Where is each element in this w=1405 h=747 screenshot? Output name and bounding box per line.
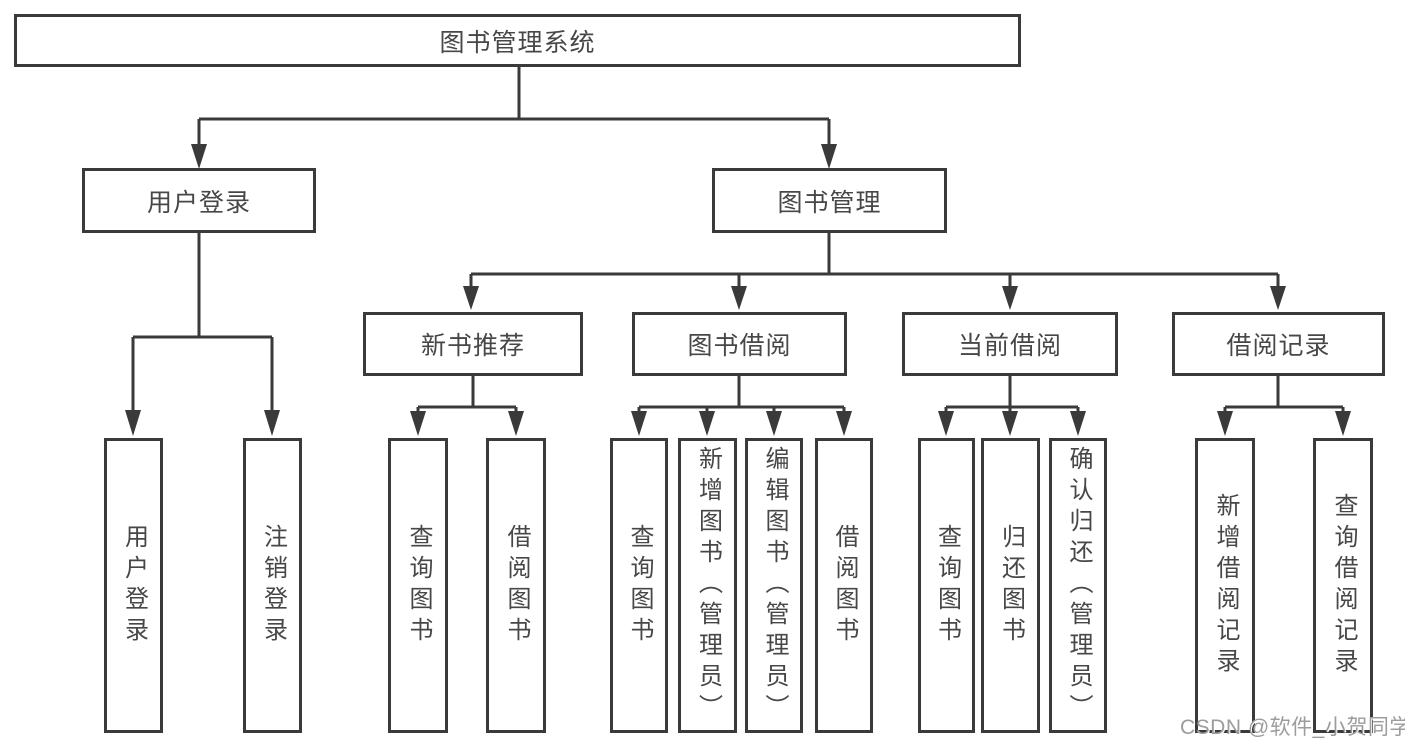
arrowhead bbox=[1217, 411, 1233, 436]
leaf-borrow-edit-books-admin: 编辑图书（管理员） bbox=[745, 438, 803, 733]
node-label: 借阅图书 bbox=[831, 523, 858, 648]
node-label: 编辑图书（管理员） bbox=[761, 446, 788, 725]
connector-book-management bbox=[469, 233, 1280, 288]
node-label: 查询图书 bbox=[933, 523, 961, 648]
connector-book-borrow bbox=[637, 376, 846, 412]
arrowhead bbox=[631, 411, 647, 436]
leaf-records-add-record: 新增借阅记录 bbox=[1195, 438, 1255, 733]
leaf-logout: 注销登录 bbox=[243, 438, 302, 733]
node-new-book-recommend: 新书推荐 bbox=[363, 312, 583, 376]
node-label: 查询借阅记录 bbox=[1330, 492, 1357, 679]
leaf-current-return-books: 归还图书 bbox=[981, 438, 1040, 733]
arrowhead bbox=[766, 411, 782, 436]
leaf-recommend-borrow-books: 借阅图书 bbox=[486, 438, 546, 733]
arrowhead bbox=[821, 144, 837, 169]
node-library-management-system: 图书管理系统 bbox=[14, 14, 1021, 67]
node-label: 用户登录 bbox=[120, 523, 148, 648]
arrowhead bbox=[938, 411, 954, 436]
arrowhead bbox=[699, 411, 715, 436]
node-current-borrow: 当前借阅 bbox=[902, 312, 1118, 376]
arrowhead bbox=[463, 286, 479, 310]
arrowhead bbox=[1002, 411, 1018, 436]
node-label: 查询图书 bbox=[405, 523, 432, 648]
node-label: 借阅记录 bbox=[1226, 332, 1331, 360]
node-label: 当前借阅 bbox=[957, 332, 1062, 360]
connector-root bbox=[197, 67, 831, 146]
connector-user-login bbox=[131, 233, 274, 411]
node-label: 确认归还（管理员） bbox=[1065, 446, 1092, 725]
node-label: 归还图书 bbox=[997, 523, 1025, 648]
connector-new-book-recommend bbox=[416, 376, 518, 412]
arrowhead bbox=[264, 410, 280, 436]
leaf-borrow-add-books-admin: 新增图书（管理员） bbox=[678, 438, 737, 733]
arrowhead bbox=[1270, 286, 1286, 310]
leaf-current-confirm-return-admin: 确认归还（管理员） bbox=[1049, 438, 1107, 733]
leaf-borrow-borrow-books: 借阅图书 bbox=[815, 438, 873, 733]
leaf-current-query-books: 查询图书 bbox=[918, 438, 975, 733]
arrowhead bbox=[1335, 411, 1351, 436]
node-label: 图书管理系统 bbox=[439, 28, 596, 57]
node-label: 借阅图书 bbox=[503, 523, 530, 648]
arrowhead bbox=[836, 411, 852, 436]
node-label: 注销登录 bbox=[259, 523, 287, 648]
node-label: 新书推荐 bbox=[420, 332, 525, 360]
node-label: 图书借阅 bbox=[687, 332, 792, 360]
leaf-records-query-record: 查询借阅记录 bbox=[1313, 438, 1373, 733]
arrowhead bbox=[1070, 411, 1086, 436]
connector-current-borrow bbox=[944, 376, 1080, 412]
node-label: 用户登录 bbox=[146, 188, 251, 217]
node-borrow-records: 借阅记录 bbox=[1172, 312, 1385, 376]
arrowhead bbox=[125, 410, 141, 436]
arrowhead bbox=[191, 144, 207, 169]
leaf-recommend-query-books: 查询图书 bbox=[388, 438, 448, 733]
arrowhead bbox=[410, 411, 426, 436]
csdn-watermark: CSDN @软件_小贺同学 bbox=[1180, 716, 1405, 739]
node-label: 新增图书（管理员） bbox=[694, 446, 722, 725]
arrowhead bbox=[731, 286, 747, 310]
node-label: 新增借阅记录 bbox=[1212, 492, 1239, 679]
node-label: 图书管理 bbox=[777, 188, 882, 217]
node-book-management: 图书管理 bbox=[712, 168, 947, 233]
leaf-borrow-query-books: 查询图书 bbox=[610, 438, 668, 733]
node-book-borrow: 图书借阅 bbox=[632, 312, 847, 376]
leaf-user-login: 用户登录 bbox=[104, 438, 163, 733]
connector-borrow-records bbox=[1223, 376, 1345, 412]
node-label: 查询图书 bbox=[626, 523, 653, 648]
node-user-login: 用户登录 bbox=[82, 168, 316, 233]
arrowhead bbox=[508, 411, 524, 436]
arrowhead bbox=[1002, 286, 1018, 310]
